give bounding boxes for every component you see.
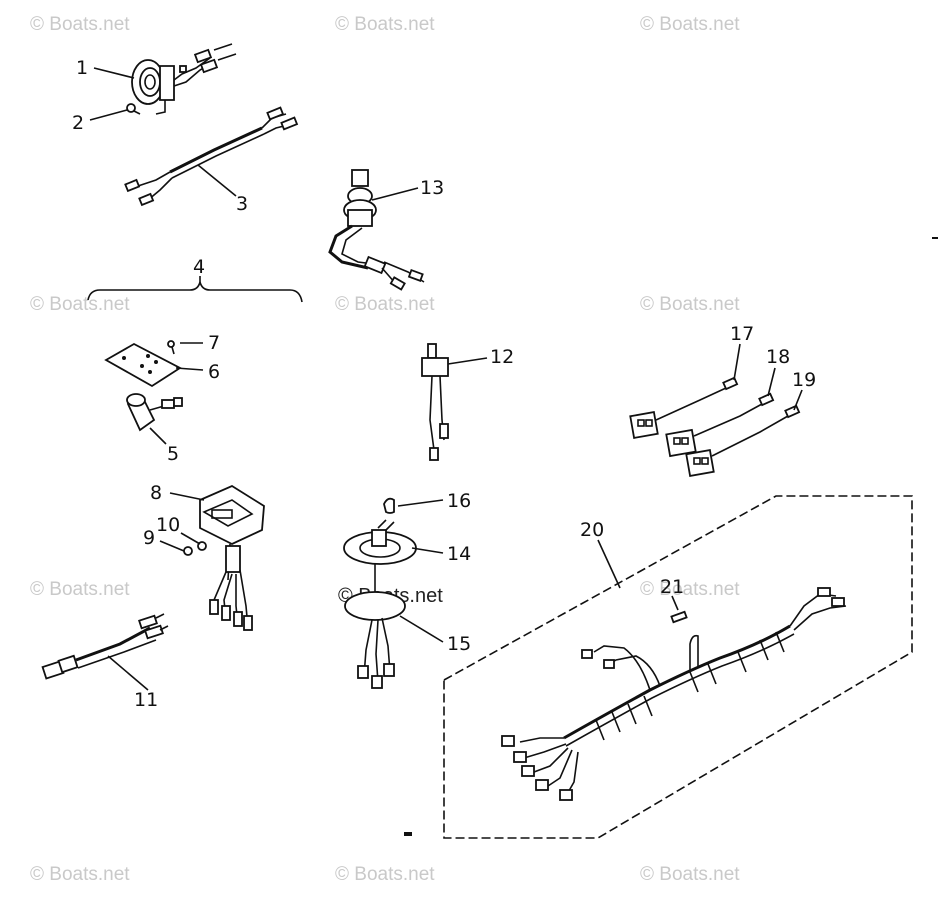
callout-15: 15 <box>447 633 471 655</box>
watermark: © Boats.net <box>335 864 435 885</box>
part-21-fuse[interactable] <box>670 610 688 624</box>
callout-18: 18 <box>766 346 790 368</box>
callout-1: 1 <box>76 57 88 79</box>
watermark: © Boats.net <box>335 14 435 35</box>
callout-2: 2 <box>72 112 84 134</box>
part-14-lamp-socket[interactable] <box>343 519 417 565</box>
watermark: © Boats.net <box>640 864 740 885</box>
part-18-connector[interactable] <box>665 392 775 458</box>
watermark: © Boats.net <box>30 294 130 315</box>
part-17-connector[interactable] <box>629 376 739 439</box>
callout-16: 16 <box>447 490 471 512</box>
part-20-main-harness[interactable] <box>501 587 847 801</box>
watermark: © Boats.net <box>30 864 130 885</box>
part-8-regulator[interactable] <box>199 484 265 631</box>
callout-8: 8 <box>150 482 162 504</box>
watermark: © Boats.net <box>640 294 740 315</box>
part-5-solenoid[interactable] <box>126 393 183 432</box>
callout-10: 10 <box>156 514 180 536</box>
leader-line <box>371 187 419 201</box>
leader-line <box>93 67 135 79</box>
leader-line <box>793 389 803 411</box>
callout-4: 4 <box>193 256 205 278</box>
watermark: © Boats.net <box>30 579 130 600</box>
part-9-bolt[interactable] <box>183 546 193 556</box>
callout-17: 17 <box>730 323 754 345</box>
leader-line <box>397 499 444 507</box>
leader-line <box>169 492 205 501</box>
leader-line <box>733 343 741 381</box>
part-15-lamp-base[interactable] <box>344 564 406 689</box>
part-7-screw[interactable] <box>167 340 175 355</box>
stray-mark <box>404 832 412 836</box>
callout-3: 3 <box>236 193 248 215</box>
leader-line <box>197 164 237 197</box>
leader-line <box>107 655 149 691</box>
part-20-harness-enclosure <box>443 495 913 839</box>
leader-line <box>149 427 167 445</box>
leader-line <box>671 595 679 611</box>
callout-9: 9 <box>143 527 155 549</box>
part-19-connector[interactable] <box>685 404 801 477</box>
callout-14: 14 <box>447 543 471 565</box>
watermarks: © Boats.net © Boats.net © Boats.net © Bo… <box>30 14 740 885</box>
stray-mark <box>932 237 938 239</box>
callout-19: 19 <box>792 369 816 391</box>
part-6-plate[interactable] <box>104 342 182 388</box>
callout-20: 20 <box>580 519 604 541</box>
part-1-buzzer[interactable] <box>131 43 237 115</box>
part-13-key-switch[interactable] <box>328 169 425 291</box>
leader-line <box>175 367 204 371</box>
callout-21: 21 <box>660 576 684 598</box>
callout-5: 5 <box>167 443 179 465</box>
leader-line <box>159 540 185 552</box>
part-11-cord[interactable] <box>41 613 169 680</box>
part-3-lead-wire[interactable] <box>124 106 299 207</box>
watermark: © Boats.net <box>30 14 130 35</box>
leader-line <box>399 615 444 643</box>
watermark: © Boats.net <box>640 579 740 600</box>
callout-11: 11 <box>134 689 158 711</box>
leader-line <box>411 547 444 554</box>
part-4-bracket-group <box>87 276 303 303</box>
watermark: © Boats.net <box>640 14 740 35</box>
callout-6: 6 <box>208 361 220 383</box>
leader-line <box>180 532 201 545</box>
callout-7: 7 <box>208 332 220 354</box>
callout-12: 12 <box>490 346 514 368</box>
part-16-bulb[interactable] <box>383 497 395 514</box>
leader-line <box>767 367 776 397</box>
callout-13: 13 <box>420 177 444 199</box>
part-12-toggle-switch[interactable] <box>421 343 449 461</box>
leader-line <box>597 539 621 589</box>
watermark: © Boats.net <box>335 294 435 315</box>
leader-line <box>89 109 128 121</box>
part-2-screw[interactable] <box>126 103 141 115</box>
leader-line <box>447 357 488 365</box>
